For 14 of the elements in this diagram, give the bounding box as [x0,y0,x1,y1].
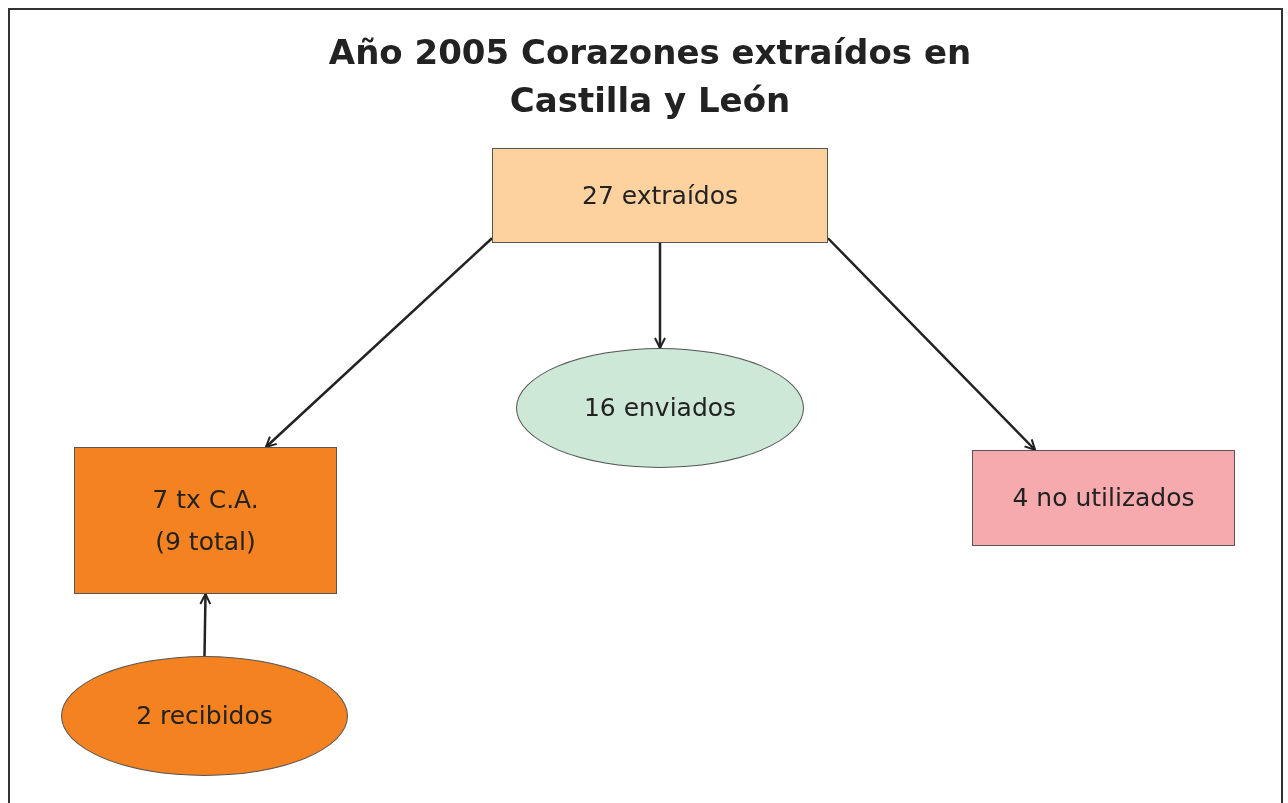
diagram-title: Año 2005 Corazones extraídos en Castilla y León [327,31,973,122]
arrow [265,237,493,448]
arrow [827,237,1037,451]
process-box [972,450,1235,546]
arrow [199,593,212,657]
node-label: (9 total) [155,526,256,557]
node-label: 27 extraídos [582,180,738,211]
arrow [654,243,666,349]
node-label: 4 no utilizados [1012,483,1195,513]
process-box [74,447,337,594]
process-box [492,148,828,243]
node-label: 2 recibidos [136,701,273,731]
node-label: 7 tx C.A. [152,484,259,515]
node-label: 16 enviados [583,393,737,423]
